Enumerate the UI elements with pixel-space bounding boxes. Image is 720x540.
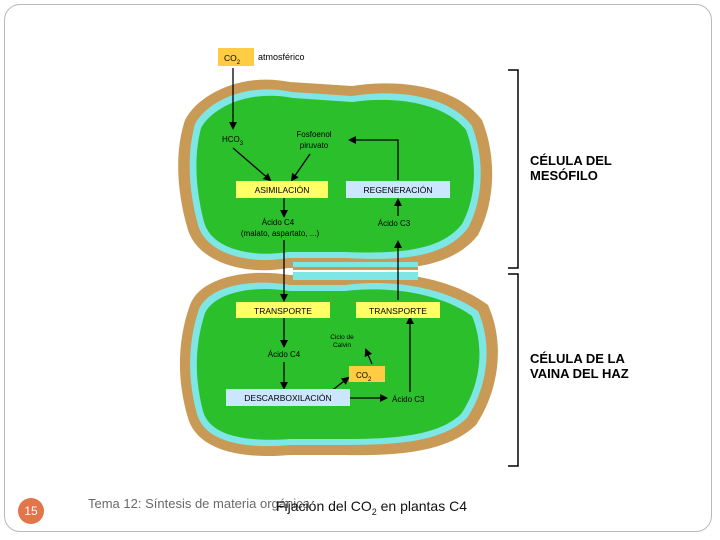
mesophyll-cell bbox=[178, 80, 492, 271]
bundle-sheath-cell bbox=[180, 273, 498, 456]
transport-right-label: TRANSPORTE bbox=[369, 306, 427, 316]
regeneration-label: REGENERACIÓN bbox=[364, 185, 433, 195]
page-number-badge: 15 bbox=[18, 498, 44, 524]
figure-caption: Fijación del CO2 en plantas C4 bbox=[276, 498, 467, 517]
c4-acid-lower-label: Ácido C4 bbox=[268, 350, 301, 359]
caption-text: Fijación del CO bbox=[276, 498, 372, 514]
transport-left-label: TRANSPORTE bbox=[254, 306, 312, 316]
pep-line2: piruvato bbox=[300, 141, 329, 150]
c3-acid-lower-label: Ácido C3 bbox=[392, 395, 425, 404]
c3-acid-top-label: Ácido C3 bbox=[378, 219, 411, 228]
mesophyll-line2: MESÓFILO bbox=[530, 168, 598, 183]
atmospheric-label: atmosférico bbox=[258, 52, 305, 62]
assimilation-label: ASIMILACIÓN bbox=[255, 185, 310, 195]
c4-acid-line1: Ácido C4 bbox=[262, 218, 295, 227]
c4-acid-line2: (malato, aspartato, ...) bbox=[241, 229, 320, 238]
pep-line1: Fosfoenol bbox=[296, 130, 331, 139]
mesophyll-line1: CÉLULA DEL bbox=[530, 153, 612, 168]
decarboxylation-label: DESCARBOXILACIÓN bbox=[244, 393, 331, 403]
calvin-line2: Calvin bbox=[333, 342, 351, 349]
calvin-line1: Ciclo de bbox=[330, 334, 354, 341]
bundle-line2: VAINA DEL HAZ bbox=[530, 366, 629, 381]
page-number: 15 bbox=[24, 504, 37, 518]
bundle-line1: CÉLULA DE LA bbox=[530, 351, 625, 366]
caption-text-end: en plantas C4 bbox=[377, 498, 467, 514]
